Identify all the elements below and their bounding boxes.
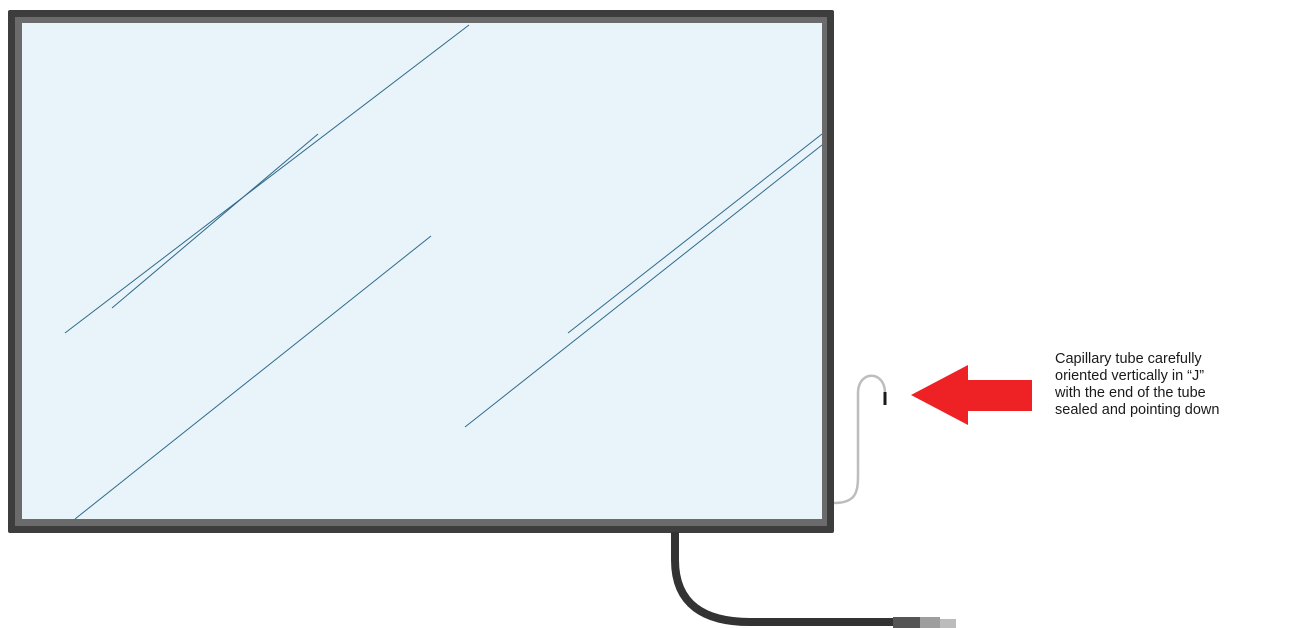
capillary-callout-text: Capillary tube carefully oriented vertic…	[1055, 351, 1285, 419]
cable-connector	[893, 617, 956, 628]
reflection-line	[464, 144, 823, 428]
callout-line-2: oriented vertically in “J”	[1055, 368, 1205, 384]
reflection-line	[64, 24, 470, 334]
reflection-line	[111, 133, 319, 309]
reflection-line	[567, 133, 823, 334]
arrow-left-icon	[911, 365, 1032, 425]
capillary-tube	[833, 374, 887, 505]
callout-line-4: sealed and pointing down	[1055, 402, 1220, 418]
callout-line-1: Capillary tube carefully	[1055, 351, 1202, 367]
sensor-cable	[671, 532, 900, 626]
capillary-tube-sealed-end	[883, 392, 887, 405]
window-glass	[22, 23, 822, 519]
callout-line-3: with the end of the tube	[1055, 385, 1206, 401]
reflection-line	[74, 235, 432, 520]
glass-reflections	[64, 24, 823, 520]
